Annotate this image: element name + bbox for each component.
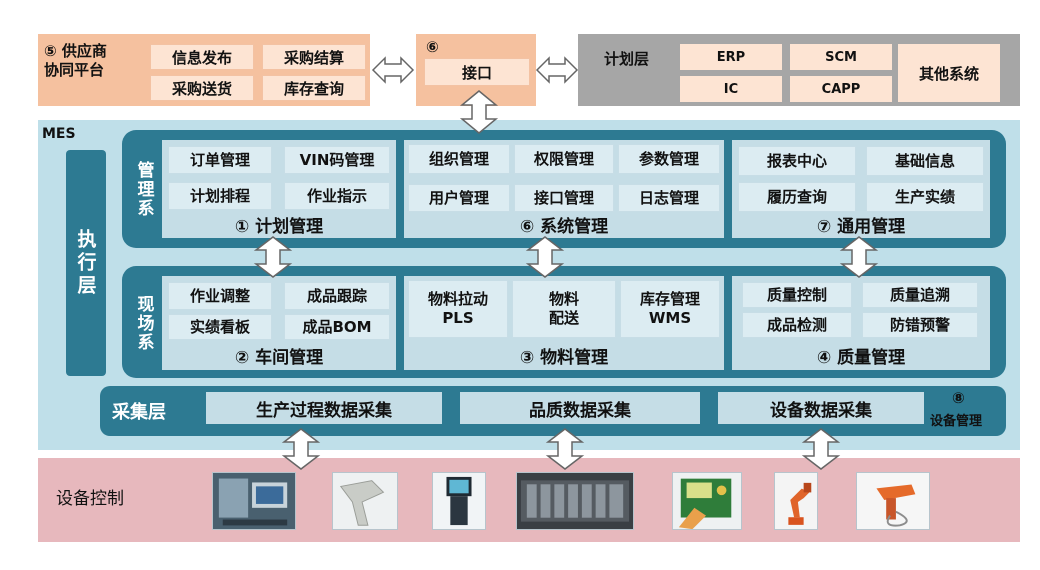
- interface-number: ⑥: [426, 38, 439, 56]
- industrial-robot-image: [774, 472, 818, 530]
- exec-layer-label: 执行层: [66, 150, 106, 376]
- field-row-label: 现场系: [133, 294, 154, 352]
- supplier-title-line1: ⑤ 供应商: [44, 42, 107, 60]
- double-arrow-icon: [535, 56, 579, 84]
- planning-item-ic[interactable]: IC: [680, 76, 782, 102]
- planning-title: 计划层: [604, 50, 650, 68]
- collect-quality-data[interactable]: 品质数据采集: [460, 392, 700, 424]
- qual-item-traceability[interactable]: 质量追溯: [862, 282, 978, 308]
- mat-mgmt-title: ③ 物料管理: [519, 347, 609, 368]
- common-item-production-results[interactable]: 生产实绩: [866, 182, 984, 212]
- double-arrow-vertical-icon: [459, 90, 499, 134]
- qual-item-product-inspection[interactable]: 成品检测: [742, 312, 852, 338]
- planning-item-scm[interactable]: SCM: [790, 44, 892, 70]
- kiosk-terminal-image: [432, 472, 486, 530]
- sys-item-param-mgmt[interactable]: 参数管理: [618, 144, 720, 174]
- supplier-item-inventory-query[interactable]: 库存查询: [262, 75, 366, 101]
- mat-item-delivery[interactable]: 物料 配送: [512, 280, 616, 338]
- common-item-history-query[interactable]: 履历查询: [738, 182, 856, 212]
- equip-mgmt-label[interactable]: 设备管理: [930, 414, 983, 429]
- collect-layer-label: 采集层: [112, 402, 166, 423]
- supplier-title: ⑤ 供应商 协同平台: [44, 42, 144, 98]
- plan-item-vin-mgmt[interactable]: VIN码管理: [284, 146, 390, 174]
- mat-item-pull-pls[interactable]: 物料拉动 PLS: [408, 280, 508, 338]
- shop-mgmt-title: ② 车间管理: [234, 347, 324, 368]
- supplier-item-info-release[interactable]: 信息发布: [150, 44, 254, 70]
- collect-equipment-data[interactable]: 设备数据采集: [718, 392, 924, 424]
- shop-item-results-board[interactable]: 实绩看板: [168, 314, 272, 340]
- planning-item-capp[interactable]: CAPP: [790, 76, 892, 102]
- sys-item-log-mgmt[interactable]: 日志管理: [618, 184, 720, 212]
- qual-item-quality-control[interactable]: 质量控制: [742, 282, 852, 308]
- supplier-title-line2: 协同平台: [44, 60, 105, 79]
- sys-item-org-mgmt[interactable]: 组织管理: [408, 144, 510, 174]
- double-arrow-vertical-icon: [281, 428, 321, 470]
- sys-item-user-mgmt[interactable]: 用户管理: [408, 184, 510, 212]
- qual-item-error-warning[interactable]: 防错预警: [862, 312, 978, 338]
- equip-mgmt-number: ⑧: [952, 389, 965, 407]
- collect-production-process[interactable]: 生产过程数据采集: [206, 392, 442, 424]
- double-arrow-vertical-icon: [801, 428, 841, 470]
- barcode-scanner-image: [332, 472, 398, 530]
- double-arrow-vertical-icon: [253, 236, 293, 278]
- double-arrow-vertical-icon: [839, 236, 879, 278]
- interface-label[interactable]: 接口: [424, 58, 530, 86]
- mes-label: MES: [42, 126, 76, 142]
- plan-item-scheduling[interactable]: 计划排程: [168, 182, 272, 210]
- plan-item-order-mgmt[interactable]: 订单管理: [168, 146, 272, 174]
- tightening-tool-image: [856, 472, 930, 530]
- common-item-base-info[interactable]: 基础信息: [866, 146, 984, 176]
- planning-item-erp[interactable]: ERP: [680, 44, 782, 70]
- device-control-label: 设备控制: [56, 489, 124, 509]
- planning-item-other-systems[interactable]: 其他系统: [898, 44, 1000, 102]
- shop-item-product-tracking[interactable]: 成品跟踪: [284, 282, 390, 310]
- qual-mgmt-title: ④ 质量管理: [816, 347, 906, 368]
- double-arrow-vertical-icon: [545, 428, 585, 470]
- double-arrow-vertical-icon: [525, 236, 565, 278]
- double-arrow-icon: [371, 56, 415, 84]
- test-instrument-image: [672, 472, 742, 530]
- sys-item-interface-mgmt[interactable]: 接口管理: [514, 184, 614, 212]
- sys-mgmt-title: ⑥ 系统管理: [519, 216, 609, 237]
- shop-item-product-bom[interactable]: 成品BOM: [284, 314, 390, 340]
- mgmt-row-label: 管理系: [133, 160, 154, 218]
- plc-controller-image: [516, 472, 634, 530]
- plan-item-work-instruction[interactable]: 作业指示: [284, 182, 390, 210]
- common-item-report-center[interactable]: 报表中心: [738, 146, 856, 176]
- mat-item-inventory-wms[interactable]: 库存管理 WMS: [620, 280, 720, 338]
- supplier-item-purchase-delivery[interactable]: 采购送货: [150, 75, 254, 101]
- supplier-item-purchase-settlement[interactable]: 采购结算: [262, 44, 366, 70]
- device-control-cabinet-image: [212, 472, 296, 530]
- plan-mgmt-title: ① 计划管理: [234, 216, 324, 237]
- sys-item-permission-mgmt[interactable]: 权限管理: [514, 144, 614, 174]
- shop-item-job-adjust[interactable]: 作业调整: [168, 282, 272, 310]
- common-mgmt-title: ⑦ 通用管理: [816, 216, 906, 237]
